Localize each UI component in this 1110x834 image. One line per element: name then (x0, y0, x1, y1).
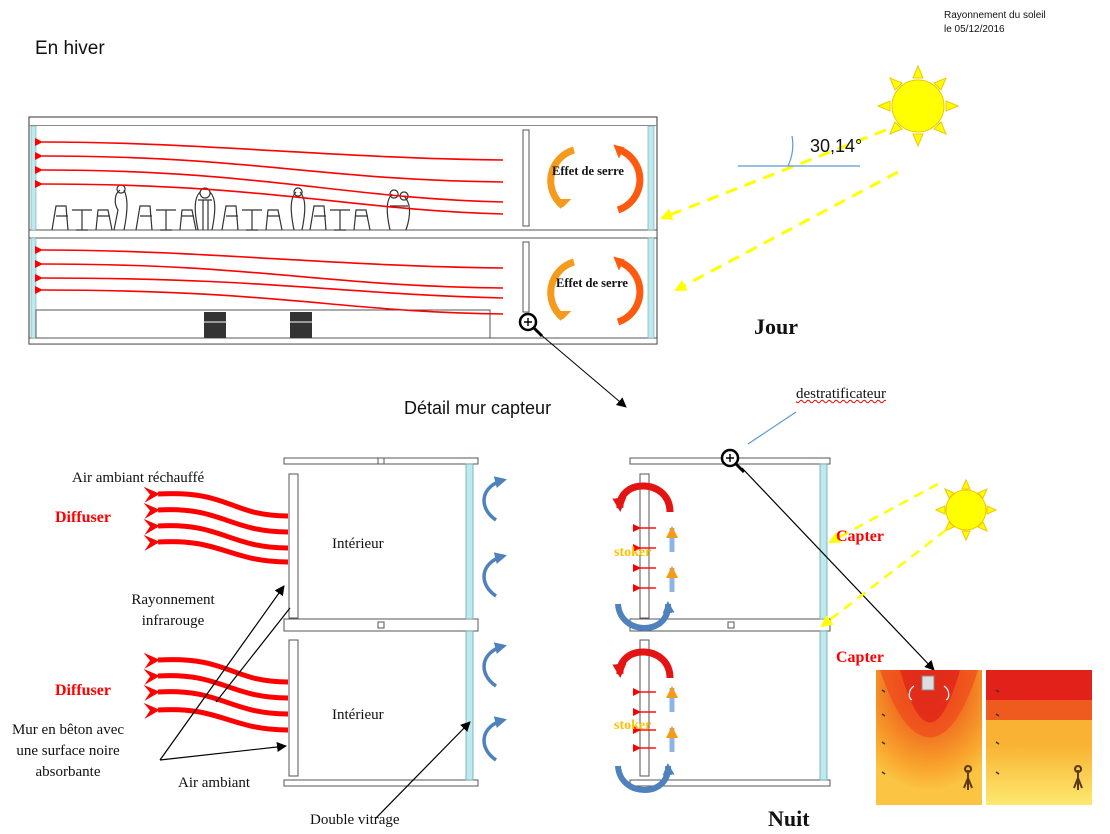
sun-note-line1: Rayonnement du soleil (944, 10, 1046, 21)
small-storage-arrows (633, 524, 656, 752)
greenhouse-cycle-top (547, 144, 644, 214)
infrared-label: Rayonnement infrarouge (131, 592, 215, 629)
double-glazing-label: Double vitrage (310, 812, 400, 828)
left-detail-building (283, 457, 479, 787)
store-label-bottom: stoker (614, 718, 652, 733)
thermal-image-left (876, 670, 982, 805)
day-label: Jour (754, 314, 798, 339)
sun-rays-top (660, 128, 899, 292)
diffuse-label-top: Diffuser (55, 509, 111, 526)
angle-indicator (738, 135, 860, 167)
diffuse-arrows-top (143, 486, 289, 565)
storage-arcs (612, 482, 674, 679)
thermal-link-line (741, 467, 935, 671)
return-arcs (615, 601, 675, 793)
magnifier-icon (518, 312, 544, 338)
greenhouse-label-top: Effet de serre (552, 164, 624, 178)
destratifier-pointer (747, 411, 797, 445)
ambient-air-label: Air ambiant (178, 775, 251, 791)
concrete-wall-label: Mur en bêton avec une surface noire abso… (11, 722, 125, 780)
store-label-top: stoker (614, 545, 652, 560)
warm-air-flows-top (34, 137, 504, 315)
page-title: En hiver (35, 38, 105, 59)
interior-label-top: Intérieur (332, 536, 384, 552)
sun-icon-bottom (934, 478, 998, 542)
thermal-image-right (986, 670, 1092, 805)
label-pointer-lines (159, 585, 471, 819)
night-label: Nuit (768, 806, 810, 831)
interior-label-bottom: Intérieur (332, 707, 384, 723)
capture-label-top: Capter (836, 528, 884, 545)
warmed-air-label: Air ambiant réchauffé (72, 470, 205, 486)
detail-link-line (539, 333, 627, 408)
air-circulation-arrows-left (482, 476, 507, 762)
diffuse-arrows-bottom (143, 652, 289, 733)
sun-icon-top (876, 64, 960, 148)
sun-rays-bottom (820, 482, 947, 628)
diffuse-label-bottom: Diffuser (55, 682, 111, 699)
destratifier-magnifier-icon (720, 448, 746, 474)
capture-label-bottom: Capter (836, 649, 884, 666)
detail-title: Détail mur capteur (404, 398, 552, 418)
greenhouse-label-bottom: Effet de serre (556, 276, 628, 290)
angle-label: 30,14° (810, 136, 863, 156)
sun-note-line2: le 05/12/2016 (944, 24, 1005, 35)
greenhouse-cycle-bottom (547, 256, 644, 326)
destratifier-label: destratificateur (796, 386, 886, 402)
top-building (28, 116, 658, 345)
furniture-silhouettes (51, 184, 411, 231)
